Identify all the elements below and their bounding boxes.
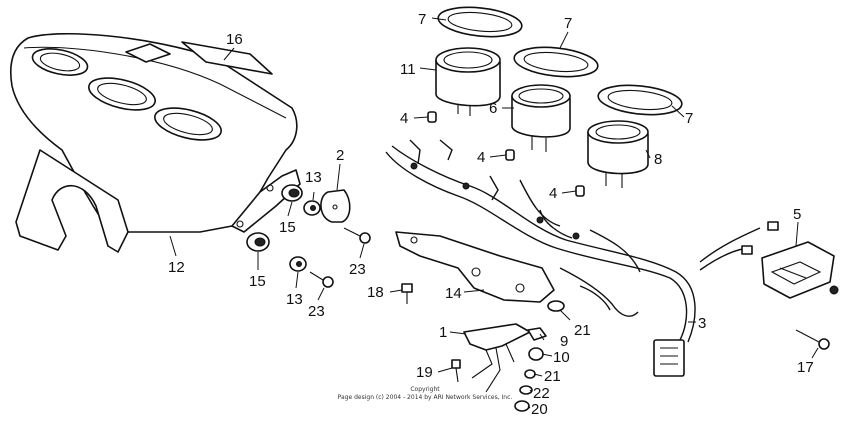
callout-13-lower: 13 bbox=[286, 291, 303, 308]
copyright-notice: Copyright Page design (c) 2004 - 2014 by… bbox=[338, 386, 513, 401]
label-plate bbox=[181, 41, 273, 75]
screw-19 bbox=[451, 359, 461, 383]
callout-21-upper: 21 bbox=[574, 322, 591, 339]
bezel-ring-3 bbox=[597, 84, 683, 116]
wire-harness bbox=[385, 139, 779, 377]
callout-19: 19 bbox=[416, 364, 433, 381]
callout-20: 20 bbox=[531, 401, 548, 418]
meter-6 bbox=[511, 84, 571, 152]
meter-8 bbox=[587, 120, 649, 188]
copyright-line-2: Page design (c) 2004 - 2014 by ARI Netwo… bbox=[338, 394, 513, 401]
screw-17 bbox=[795, 329, 830, 350]
callout-13-upper: 13 bbox=[305, 169, 322, 186]
callout-15-upper: 15 bbox=[279, 219, 296, 236]
callout-21-lower: 21 bbox=[544, 368, 561, 385]
screw-lower bbox=[309, 271, 334, 288]
copyright-line-1: Copyright bbox=[410, 386, 440, 393]
callout-4-middle: 4 bbox=[477, 149, 485, 166]
collar-upper bbox=[303, 200, 321, 216]
callout-23-lower: 23 bbox=[308, 303, 325, 320]
callout-14: 14 bbox=[445, 285, 462, 302]
leader-lines bbox=[169, 17, 819, 409]
callout-9: 9 bbox=[560, 333, 568, 350]
meter-case bbox=[10, 32, 301, 253]
callout-8: 8 bbox=[654, 151, 662, 168]
callout-10: 10 bbox=[553, 349, 570, 366]
callout-4-upper: 4 bbox=[400, 110, 408, 127]
washer-22 bbox=[519, 385, 533, 395]
callout-1: 1 bbox=[439, 324, 447, 341]
bulb-socket-2 bbox=[505, 149, 515, 161]
collar-lower bbox=[289, 256, 307, 272]
washer-21-upper bbox=[547, 300, 565, 312]
callout-18: 18 bbox=[367, 284, 384, 301]
callout-15-lower: 15 bbox=[249, 273, 266, 290]
bulb-socket-3 bbox=[575, 185, 585, 197]
screw-upper bbox=[343, 227, 371, 244]
callout-17: 17 bbox=[797, 359, 814, 376]
grommet-upper bbox=[281, 184, 303, 202]
meter-bracket bbox=[395, 231, 555, 303]
nut-20 bbox=[514, 400, 530, 412]
bezel-ring-2 bbox=[513, 46, 599, 78]
callout-4-lower: 4 bbox=[549, 185, 557, 202]
callout-12: 12 bbox=[168, 259, 185, 276]
cable-clamp bbox=[320, 189, 351, 223]
bezel-ring-1 bbox=[437, 6, 523, 38]
callout-3: 3 bbox=[698, 315, 706, 332]
callout-16: 16 bbox=[226, 31, 243, 48]
callout-2: 2 bbox=[336, 147, 344, 164]
callout-7-middle: 7 bbox=[564, 15, 572, 32]
callout-6: 6 bbox=[489, 100, 497, 117]
callout-labels: 16 12 15 15 13 13 2 23 23 18 14 1 19 7 7… bbox=[168, 11, 814, 418]
bulb-socket-1 bbox=[427, 111, 437, 123]
grommet-10 bbox=[528, 347, 544, 361]
callout-7-top: 7 bbox=[418, 11, 426, 28]
relay-unit bbox=[761, 241, 839, 299]
callout-5: 5 bbox=[793, 206, 801, 223]
grommet-lower bbox=[246, 232, 270, 252]
indicator-unit bbox=[463, 323, 531, 393]
callout-23-upper: 23 bbox=[349, 261, 366, 278]
callout-22: 22 bbox=[533, 385, 550, 402]
bolt-18 bbox=[401, 283, 413, 304]
callout-11: 11 bbox=[400, 61, 416, 78]
meter-11 bbox=[435, 47, 501, 116]
washer-21-lower bbox=[524, 369, 536, 379]
callout-7-right: 7 bbox=[685, 110, 693, 127]
